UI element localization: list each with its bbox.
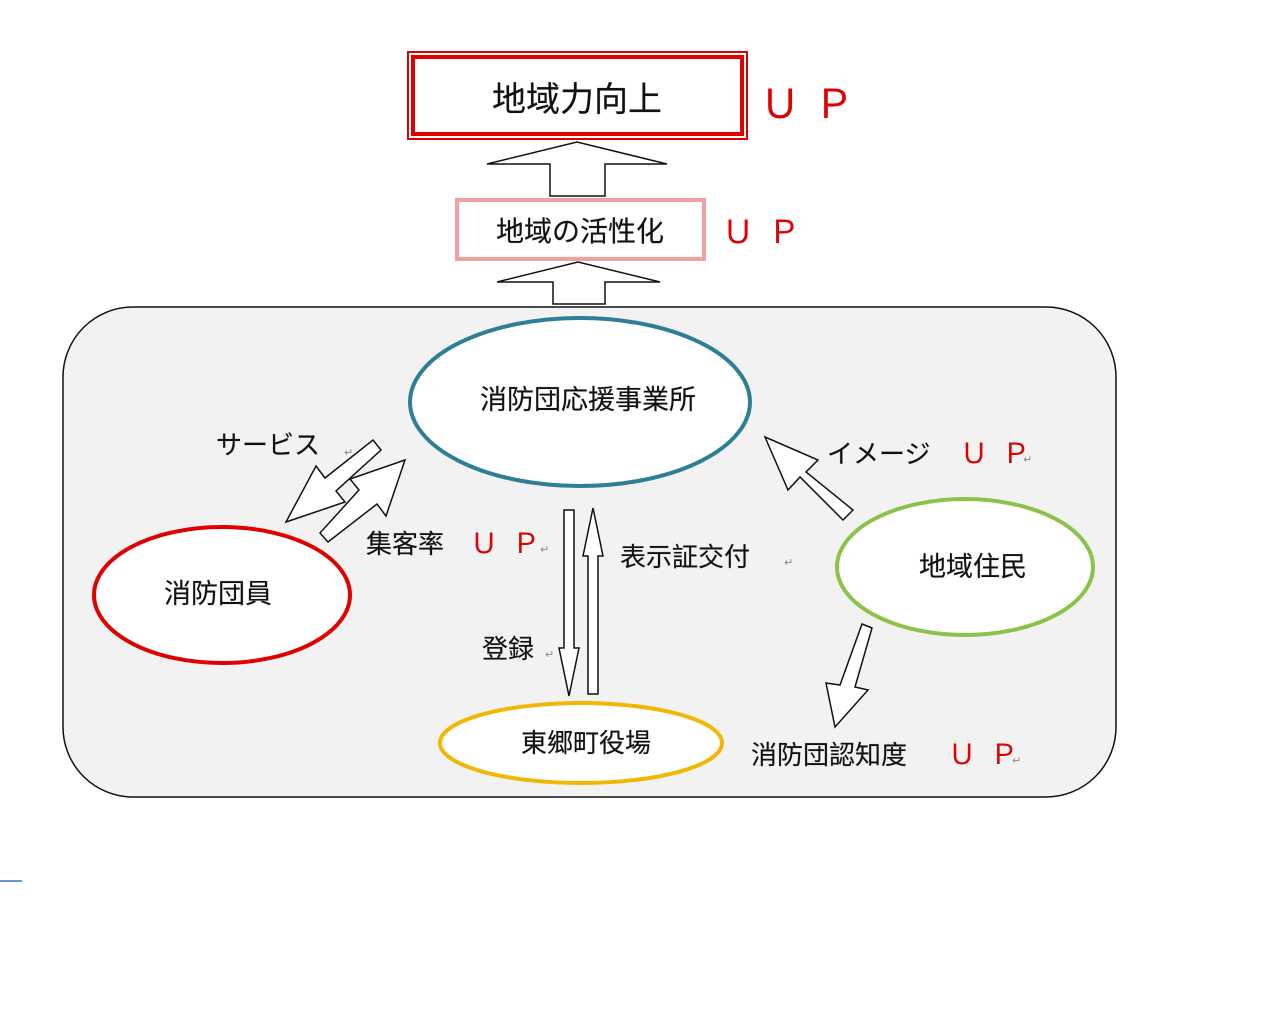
attendance-label: 集客率 xyxy=(366,530,444,560)
edge-label-service: サービス ↵ xyxy=(216,431,354,462)
support-office-label: 消防団応援事業所 xyxy=(480,385,696,416)
middle-box-border xyxy=(455,198,706,261)
arrow-attendance-to-support-office xyxy=(318,458,407,544)
recognition-label: 消防団認知度 xyxy=(751,741,907,771)
service-label: サービス xyxy=(216,431,320,461)
return-mark-icon: ↵ xyxy=(1012,754,1021,767)
attendance-up: ＵＰ xyxy=(470,527,554,560)
edge-label-image: イメージ ＵＰ ↵ xyxy=(827,437,1044,470)
arrow-up-to-top-box xyxy=(486,141,668,197)
arrow-up-to-middle-box xyxy=(496,261,661,305)
arrow-display-cert-up xyxy=(582,507,604,695)
firefighters-ellipse xyxy=(92,525,352,665)
edge-label-attendance: 集客率 ＵＰ ↵ xyxy=(366,527,554,560)
image-label: イメージ xyxy=(827,440,930,470)
residents-ellipse xyxy=(835,497,1095,637)
node-support-office: 消防団応援事業所 xyxy=(408,316,752,488)
arrow-recognition-down xyxy=(825,623,873,729)
top-box-label: 地域力向上 xyxy=(492,80,662,120)
top-box-up: ＵＰ xyxy=(760,82,868,128)
recognition-up: ＵＰ xyxy=(948,738,1032,771)
arrow-registration-down xyxy=(558,509,580,697)
top-box-inner-border xyxy=(411,55,744,136)
edge-label-registration: 登録 ↵ xyxy=(482,635,555,666)
residents-label: 地域住民 xyxy=(919,552,1027,583)
return-mark-icon: ↵ xyxy=(344,446,353,459)
node-town-office: 東郷町役場 xyxy=(438,701,724,785)
node-residents: 地域住民 xyxy=(835,497,1095,637)
firefighters-label: 消防団員 xyxy=(164,579,272,610)
top-box-outer-border xyxy=(407,51,748,140)
return-mark-icon: ↵ xyxy=(545,648,554,661)
middle-box: 地域の活性化 xyxy=(455,198,706,261)
return-mark-icon: ↵ xyxy=(784,556,793,569)
arrow-image-to-support-office xyxy=(763,435,855,522)
return-mark-icon: ↵ xyxy=(1023,453,1032,466)
top-box: 地域力向上 xyxy=(407,51,748,140)
registration-label: 登録 xyxy=(482,635,534,665)
image-up: ＵＰ xyxy=(960,437,1044,470)
town-office-ellipse xyxy=(438,701,724,785)
edge-label-recognition: 消防団認知度 ＵＰ ↵ xyxy=(751,738,1032,771)
support-office-ellipse xyxy=(408,316,752,488)
node-firefighters: 消防団員 xyxy=(92,525,352,665)
middle-box-up: ＵＰ xyxy=(722,213,814,251)
middle-box-label: 地域の活性化 xyxy=(496,215,664,248)
display-cert-label: 表示証交付 xyxy=(620,543,750,573)
edge-label-display-cert: 表示証交付 ↵ xyxy=(620,543,794,574)
town-office-label: 東郷町役場 xyxy=(521,729,651,759)
arrow-service-to-firefighters xyxy=(284,438,383,524)
return-mark-icon: ↵ xyxy=(540,543,549,556)
